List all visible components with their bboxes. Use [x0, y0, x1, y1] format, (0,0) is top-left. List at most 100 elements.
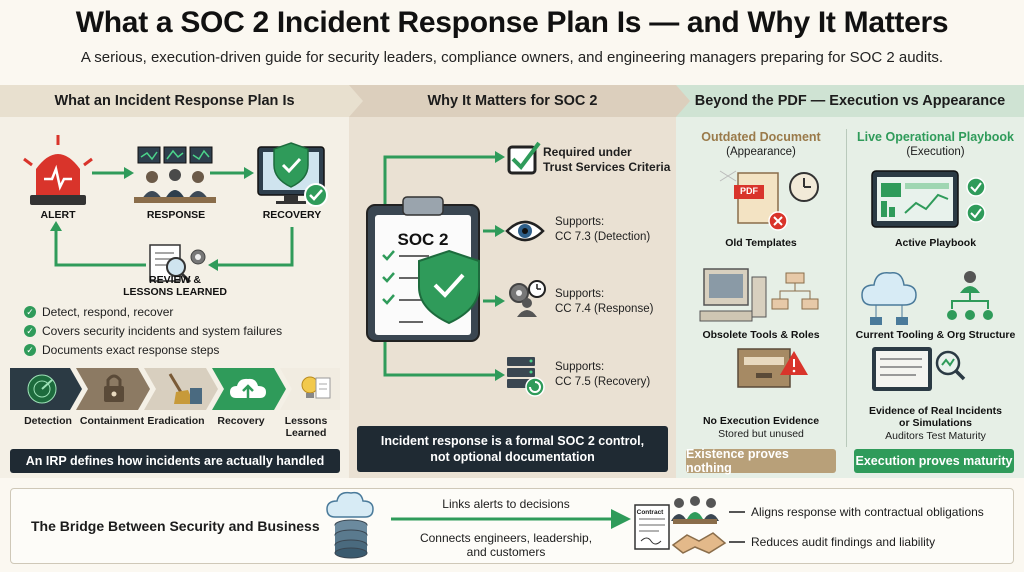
broom-icon: [168, 373, 202, 404]
bullet-item: ✓ Covers security incidents and system f…: [24, 324, 282, 338]
criteria-item-line1: Supports:: [555, 216, 605, 228]
phase-label-containment: Containment: [79, 415, 145, 427]
contract-label: Contract: [636, 509, 664, 516]
phase-label-eradication: Eradication: [147, 415, 205, 427]
middle-footer-line1: Incident response is a formal SOC 2 cont…: [380, 434, 645, 448]
dash-icon: [729, 511, 745, 513]
evidence-label-line2: or Simulations: [899, 417, 972, 429]
evidence-label-line1: Evidence of Real Incidents: [868, 405, 1003, 417]
active-playbook-icon: [871, 170, 986, 228]
criteria-item-line2: CC 7.5 (Recovery): [555, 376, 651, 388]
lock-icon: [104, 374, 124, 402]
criteria-item-line2: CC 7.3 (Detection): [555, 231, 651, 243]
clipboard-icon: [366, 196, 480, 342]
clipboard-label: SOC 2: [397, 230, 449, 249]
left-column: What an Incident Response Plan Is: [0, 85, 363, 478]
check-icon: ✓: [24, 306, 36, 318]
auditors-label: Auditors Test Maturity: [885, 430, 986, 442]
cycle-label-lessons: LESSONS LEARNED: [123, 286, 227, 298]
stored-unused-label: Stored but unused: [718, 428, 804, 440]
siren-icon: [23, 135, 93, 205]
page-title: What a SOC 2 Incident Response Plan Is —…: [75, 6, 949, 39]
soc2-criteria-diagram: [366, 141, 546, 397]
middle-footer-line2: not optional documentation: [430, 450, 595, 464]
archive-warning-icon: [737, 348, 808, 388]
handshake-icon: [671, 532, 727, 554]
contract-icon: [634, 504, 670, 550]
check-icon: ✓: [24, 325, 36, 337]
checkbox-icon: [507, 141, 541, 175]
cycle-label-response: RESPONSE: [146, 209, 206, 221]
arrow-head-icon: [611, 509, 631, 529]
old-pdf-icon: [719, 170, 819, 231]
middle-footer-banner: Incident response is a formal SOC 2 cont…: [357, 426, 668, 472]
aligns-item: Aligns response with contractual obligat…: [729, 505, 984, 519]
irp-cycle-diagram: [23, 135, 328, 284]
existence-banner: Existence proves nothing: [686, 447, 836, 475]
cycle-label-review: REVIEW &: [149, 274, 201, 286]
cycle-label-alert: ALERT: [40, 209, 76, 221]
reduces-item: Reduces audit findings and liability: [729, 535, 935, 549]
execution-vs-appearance-icons: [699, 170, 993, 391]
bridge-title: The Bridge Between Security and Business: [31, 518, 320, 534]
phase-label-detection: Detection: [24, 415, 72, 427]
bullet-text: Detect, respond, recover: [42, 305, 174, 319]
cloud-org-icon: [861, 271, 993, 325]
links-alerts-text: Links alerts to decisions: [442, 497, 570, 511]
eye-icon: [505, 220, 545, 242]
dash-icon: [729, 541, 745, 543]
connects-line1: Connects engineers, leadership,: [419, 531, 593, 545]
current-tooling-label: Current Tooling & Org Structure: [855, 329, 1016, 341]
right-column: Beyond the PDF — Execution vs Appearance…: [676, 85, 1024, 478]
outdated-subtitle: (Appearance): [726, 146, 796, 158]
criteria-item-line2: CC 7.4 (Response): [555, 303, 654, 315]
left-footer-banner: An IRP defines how incidents are actuall…: [10, 449, 340, 473]
evidence-dashboard-icon: [872, 347, 966, 391]
left-header-chevron: [349, 85, 363, 117]
connects-line2: and customers: [466, 545, 546, 559]
obsolete-computer-icon: [699, 268, 819, 322]
active-playbook-label: Active Playbook: [894, 237, 977, 249]
criteria-item-line2: Trust Services Criteria: [543, 160, 671, 174]
bridge-diagram: [326, 491, 727, 559]
radar-icon: [27, 374, 57, 404]
phase-chevron-bar: [10, 368, 340, 410]
old-templates-label: Old Templates: [725, 237, 797, 249]
database-cloud-icon: [326, 491, 374, 559]
criteria-item-line1: Supports:: [555, 288, 605, 300]
review-document-icon: [149, 244, 206, 284]
cycle-arrows: [54, 171, 294, 267]
obsolete-tools-label: Obsolete Tools & Roles: [702, 329, 820, 341]
right-column-heading: Beyond the PDF — Execution vs Appearance: [676, 85, 1024, 117]
bridge-band: The Bridge Between Security and Business: [10, 488, 1014, 564]
pdf-label: PDF: [740, 186, 758, 196]
bullet-text: Covers security incidents and system fai…: [42, 324, 283, 338]
meeting-icon: [671, 496, 719, 524]
reduces-text: Reduces audit findings and liability: [751, 535, 936, 549]
check-icon: ✓: [24, 344, 36, 356]
cycle-label-recovery: RECOVERY: [262, 209, 322, 221]
middle-column-heading: Why It Matters for SOC 2: [349, 85, 676, 117]
cloud-upload-icon: [230, 378, 266, 400]
middle-header-chevron: [676, 85, 690, 117]
response-team-icon: [134, 146, 216, 203]
left-column-heading: What an Incident Response Plan Is: [0, 85, 349, 117]
middle-column: Why It Matters for SOC 2: [349, 85, 690, 478]
phase-label-recovery: Recovery: [217, 415, 265, 427]
bullet-text: Documents exact response steps: [42, 343, 220, 357]
response-gear-icon: [509, 280, 546, 317]
bullet-item: ✓ Detect, respond, recover: [24, 305, 173, 319]
page-subtitle: A serious, execution-driven guide for se…: [80, 49, 944, 66]
no-evidence-label: No Execution Evidence: [702, 415, 820, 427]
phase-label-lessons-learned: Lessons Learned: [284, 415, 328, 439]
live-title: Live Operational Playbook: [857, 130, 1014, 144]
live-subtitle: (Execution): [906, 146, 965, 158]
criteria-connectors: [383, 155, 495, 377]
server-recovery-icon: [507, 357, 545, 397]
criteria-item-line1: Supports:: [555, 361, 605, 373]
recovery-monitor-icon: [257, 142, 328, 207]
aligns-text: Aligns response with contractual obligat…: [751, 505, 984, 519]
lightbulb-icon: [301, 376, 331, 399]
criteria-item-line1: Required under: [543, 145, 632, 159]
column-divider: [846, 129, 847, 447]
